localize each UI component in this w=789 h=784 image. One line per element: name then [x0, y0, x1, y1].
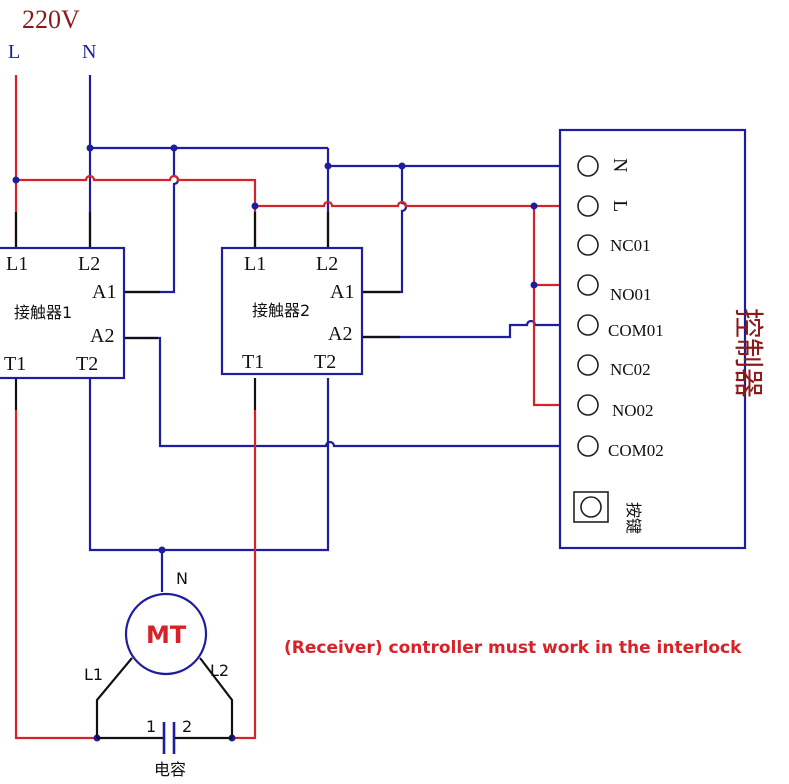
- contactor-1-pin-a2: A2: [90, 325, 114, 347]
- button-label: 按键: [624, 502, 643, 534]
- contactor-2-name: 接触器2: [252, 301, 310, 320]
- contactor-1-pin-l2: L2: [78, 253, 100, 275]
- controller-terminal-label: COM01: [608, 321, 664, 340]
- motor-l2-label: L2: [210, 661, 229, 680]
- terminal-com02: [577, 435, 599, 457]
- controller-terminal-label: NO01: [610, 285, 652, 304]
- controller: N L NC01 NO01 COM01 NC02 NO02 COM02 控制器 …: [558, 128, 765, 550]
- capacitor: 1 2 电容: [97, 717, 232, 779]
- controller-terminal-label: NO02: [612, 401, 654, 420]
- controller-terminal-label: COM02: [608, 441, 664, 460]
- contactor-1: L1 L2 A1 接触器1 A2 T1 T2: [0, 246, 126, 380]
- capacitor-pin-1: 1: [146, 717, 156, 736]
- terminal-nc01: [577, 234, 599, 256]
- contactor-1-name: 接触器1: [14, 303, 72, 322]
- terminal-no01: [577, 274, 599, 296]
- controller-terminal-label: NC01: [610, 236, 651, 255]
- controller-terminal-label: NC02: [610, 360, 651, 379]
- terminal-l: [577, 195, 599, 217]
- motor: N MT L1 L2: [84, 569, 234, 738]
- controller-title: 控制器: [730, 308, 765, 398]
- contactor-2-pin-t1: T1: [242, 351, 264, 373]
- supply-neutral-label: N: [82, 41, 96, 63]
- motor-label: MT: [146, 621, 187, 649]
- contactor-2-pin-a1: A1: [330, 281, 354, 303]
- supply-voltage: 220V: [22, 5, 80, 34]
- contactor-1-pin-t2: T2: [76, 353, 98, 375]
- contactor-1-pin-t1: T1: [4, 353, 26, 375]
- contactor-2-pin-l2: L2: [316, 253, 338, 275]
- motor-n-label: N: [176, 569, 188, 588]
- terminal-com01: [577, 314, 599, 336]
- terminal-nc02: [577, 354, 599, 376]
- terminal-stubs: [14, 212, 400, 410]
- contactor-1-pin-a1: A1: [92, 281, 116, 303]
- contactor-1-pin-l1: L1: [6, 253, 28, 275]
- controller-terminal-label: L: [609, 200, 631, 212]
- contactor-2: L1 L2 A1 接触器2 A2 T1 T2: [220, 246, 364, 376]
- terminal-n: [577, 155, 599, 177]
- contactor-2-pin-a2: A2: [328, 323, 352, 345]
- supply-line-label: L: [8, 41, 20, 63]
- motor-l1-label: L1: [84, 665, 103, 684]
- terminal-no02: [577, 394, 599, 416]
- controller-terminal-label: N: [609, 158, 631, 172]
- junction-dots: [12, 144, 538, 742]
- interlock-note: (Receiver) controller must work in the i…: [284, 638, 742, 658]
- capacitor-label: 电容: [154, 760, 186, 779]
- live-wires: [14, 75, 560, 740]
- capacitor-pin-2: 2: [182, 717, 192, 736]
- neutral-wires: [88, 75, 560, 592]
- button-knob-icon: [580, 496, 602, 518]
- contactor-2-pin-l1: L1: [244, 253, 266, 275]
- contactor-2-pin-t2: T2: [314, 351, 336, 373]
- motor-icon: [124, 592, 208, 676]
